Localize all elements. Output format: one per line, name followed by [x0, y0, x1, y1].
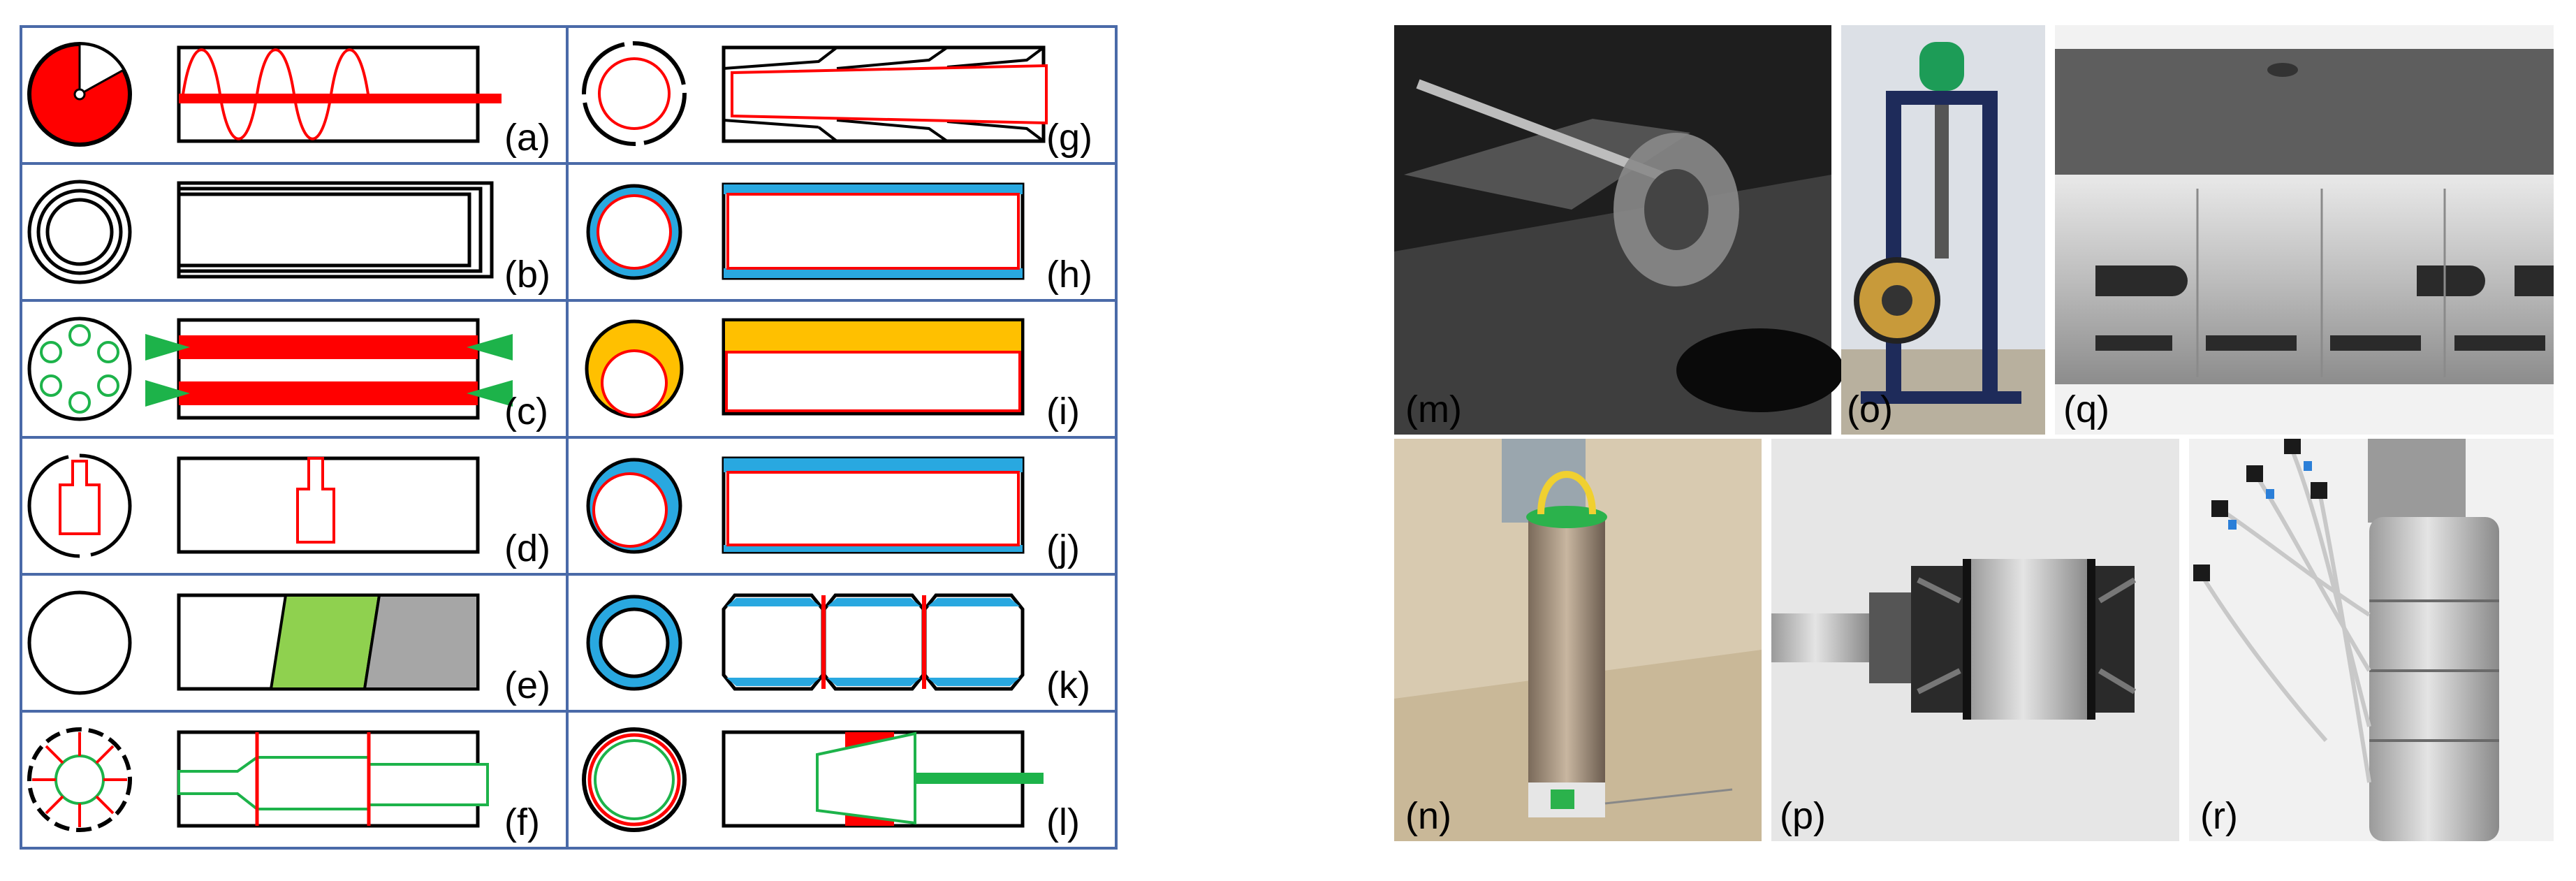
liner-bottom [724, 268, 1023, 278]
label-q: (q) [2063, 388, 2109, 430]
label-l: (l) [1046, 801, 1080, 843]
cell-l: (l) [584, 729, 1080, 843]
label-d: (d) [504, 527, 550, 569]
lined-bore [601, 609, 668, 676]
lined-bore [598, 196, 671, 268]
eccentric-bore [602, 351, 666, 415]
top-fill [724, 320, 1023, 352]
label-g: (g) [1046, 117, 1092, 159]
photo-p: (p) [1771, 439, 2179, 841]
label-k: (k) [1046, 664, 1090, 706]
bar-lower [179, 381, 478, 405]
push-rod [915, 773, 1044, 784]
lined-bore [594, 474, 666, 546]
inner-core [56, 756, 103, 803]
label-a: (a) [504, 117, 550, 159]
liner-top [724, 458, 1023, 472]
label-h: (h) [1046, 254, 1092, 296]
tube-outline [724, 184, 1023, 278]
schematic-grid: (a) (b) (c) [21, 27, 1116, 848]
tube-inner [179, 194, 469, 265]
label-j: (j) [1046, 527, 1080, 569]
label-o: (o) [1847, 388, 1893, 430]
plain-ring [29, 592, 130, 693]
inclined-segment-green [271, 595, 379, 689]
multi-bore-outline [29, 319, 130, 419]
label-e: (e) [504, 664, 550, 706]
bar-upper [179, 335, 478, 359]
label-n: (n) [1405, 795, 1451, 837]
photo-q: (q) [2055, 25, 2554, 435]
liner-top [724, 184, 1023, 194]
label-b: (b) [504, 254, 550, 296]
outer-ring [584, 729, 685, 830]
segments [724, 595, 1023, 689]
photo-o: (o) [1841, 25, 2045, 435]
photo-panel: (m) (o) [1394, 25, 2554, 841]
photo-n: (n) [1394, 439, 1762, 841]
inclined-segment-gray [365, 595, 478, 689]
photo-m: (m) [1394, 25, 1844, 435]
label-p: (p) [1780, 795, 1826, 837]
label-m: (m) [1405, 388, 1462, 430]
label-i: (i) [1046, 391, 1080, 432]
pie-center [75, 89, 85, 99]
label-c: (c) [504, 391, 548, 432]
label-f: (f) [504, 801, 540, 843]
tapered-core [732, 66, 1046, 123]
label-r: (r) [2200, 795, 2238, 837]
photo-r: (r) [2189, 439, 2554, 841]
